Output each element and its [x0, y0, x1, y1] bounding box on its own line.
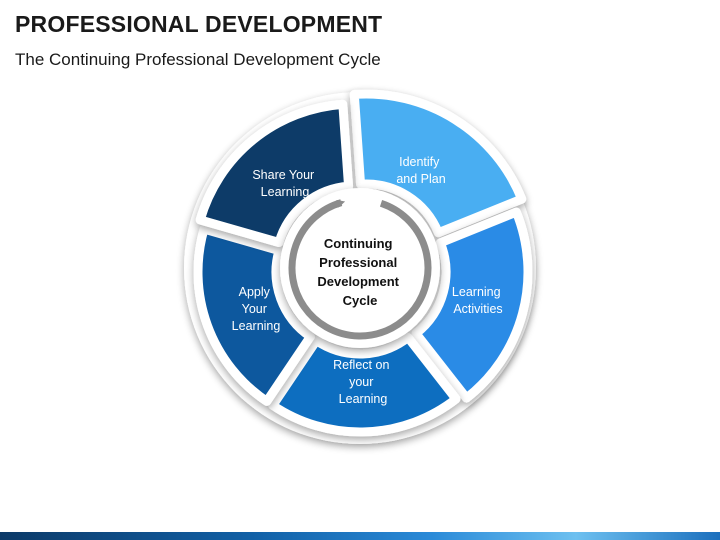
segment-identify [349, 89, 527, 238]
segment-apply [193, 224, 315, 406]
segment-label-share-line-2: Learning [261, 185, 310, 199]
center-label: Continuing Professional Development Cycl… [317, 236, 402, 308]
center-label-line-2: Professional [319, 255, 397, 270]
segment-label-identify: Identify and Plan [396, 155, 445, 186]
segment-activities [411, 207, 533, 403]
center-label-line-4: Cycle [343, 293, 378, 308]
segment-reflect [268, 332, 461, 437]
page-title: PROFESSIONAL DEVELOPMENT [15, 11, 383, 37]
segments-layer [184, 89, 536, 444]
segment-label-reflect-line-1: Reflect on [333, 358, 389, 372]
segment-label-identify-line-1: Identify [399, 155, 440, 169]
segment-label-apply-line-1: Apply [239, 285, 271, 299]
segment-label-apply: Apply Your Learning [232, 285, 281, 333]
segment-label-share-line-1: Share Your [252, 168, 314, 182]
cycle-ring-arrow [288, 199, 432, 340]
segment-label-share: Share Your Learning [252, 168, 317, 199]
segment-label-activities: Learning Activities [452, 285, 504, 316]
segment-label-activities-line-2: Activities [453, 302, 502, 316]
center-hub [280, 188, 440, 348]
footer-bar [0, 532, 720, 540]
segment-label-reflect-line-3: Learning [339, 392, 388, 406]
segment-label-apply-line-3: Learning [232, 319, 281, 333]
center-label-line-3: Development [317, 274, 399, 289]
segment-label-apply-line-2: Your [242, 302, 267, 316]
segment-label-activities-line-1: Learning [452, 285, 501, 299]
page-subtitle: The Continuing Professional Development … [15, 50, 381, 69]
segment-label-reflect: Reflect on your Learning [333, 358, 393, 406]
segment-share [195, 99, 354, 247]
center-label-line-1: Continuing [324, 236, 393, 251]
segment-label-reflect-line-2: your [349, 375, 373, 389]
segment-label-identify-line-2: and Plan [396, 172, 445, 186]
